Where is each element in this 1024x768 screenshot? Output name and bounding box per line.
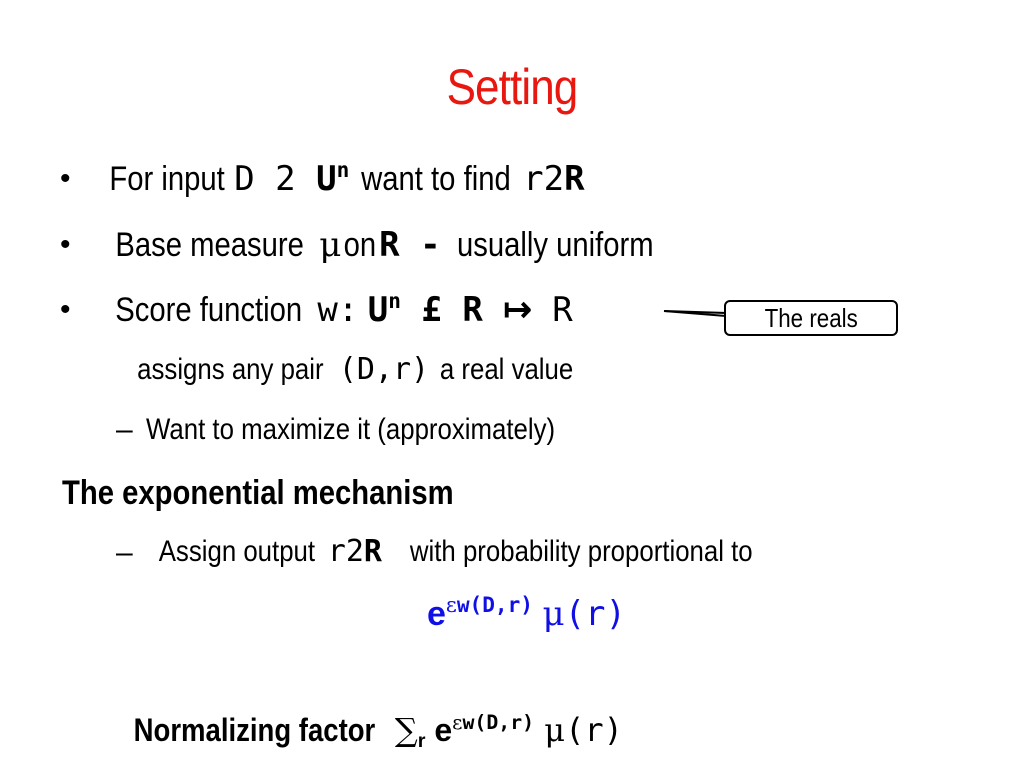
bullet-marker: • [60,162,71,195]
section-heading: The exponential mechanism [62,474,454,512]
bullet-marker: • [60,293,71,326]
probability-formula: eεw(D,r) μ(r) [427,592,626,634]
bullet-marker: • [60,228,71,261]
sub-bullet-maximize: Want to maximize it (approximately) [146,413,556,446]
assigns-text: assigns any pair (D,r) a real value [137,352,574,387]
sub-bullet-assign-output: Assign output r2R with probability propo… [158,534,753,569]
dash-marker: – [116,413,133,446]
bullet-base-measure: Base measure μ on R - usually uniform [115,225,654,265]
bullet-score-function: Score function w: Un £ R ↦ R [115,288,573,330]
dash-marker: – [116,536,133,569]
bullet-input-domain: For input D 2 Un want to find r2R [109,157,585,199]
normalizing-factor: Normalizing factor ∑r eεw(D,r) μ(r) [133,711,623,752]
slide-title: Setting [446,59,579,115]
callout-the-reals: The reals [724,300,898,336]
